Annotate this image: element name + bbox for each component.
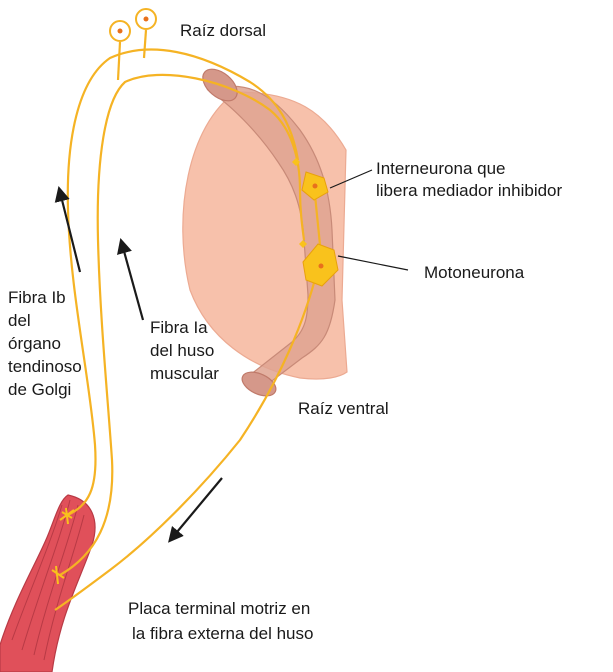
ib-direction-arrow [60,192,80,272]
ia-fiber-label: Fibra Ia del huso muscular [150,316,219,385]
ib-fiber-label: Fibra Ib del órgano tendinoso de Golgi [8,286,82,401]
interneuron-label: Interneurona que libera mediador inhibid… [376,158,562,202]
motoneuron-pointer [338,256,408,270]
end-plate-label: Placa terminal motriz en la fibra extern… [128,596,313,646]
ia-direction-arrow [122,244,143,320]
dorsal-root-label: Raíz dorsal [180,20,266,42]
ventral-root-label: Raíz ventral [298,398,389,420]
motoneuron-label: Motoneurona [424,262,524,284]
